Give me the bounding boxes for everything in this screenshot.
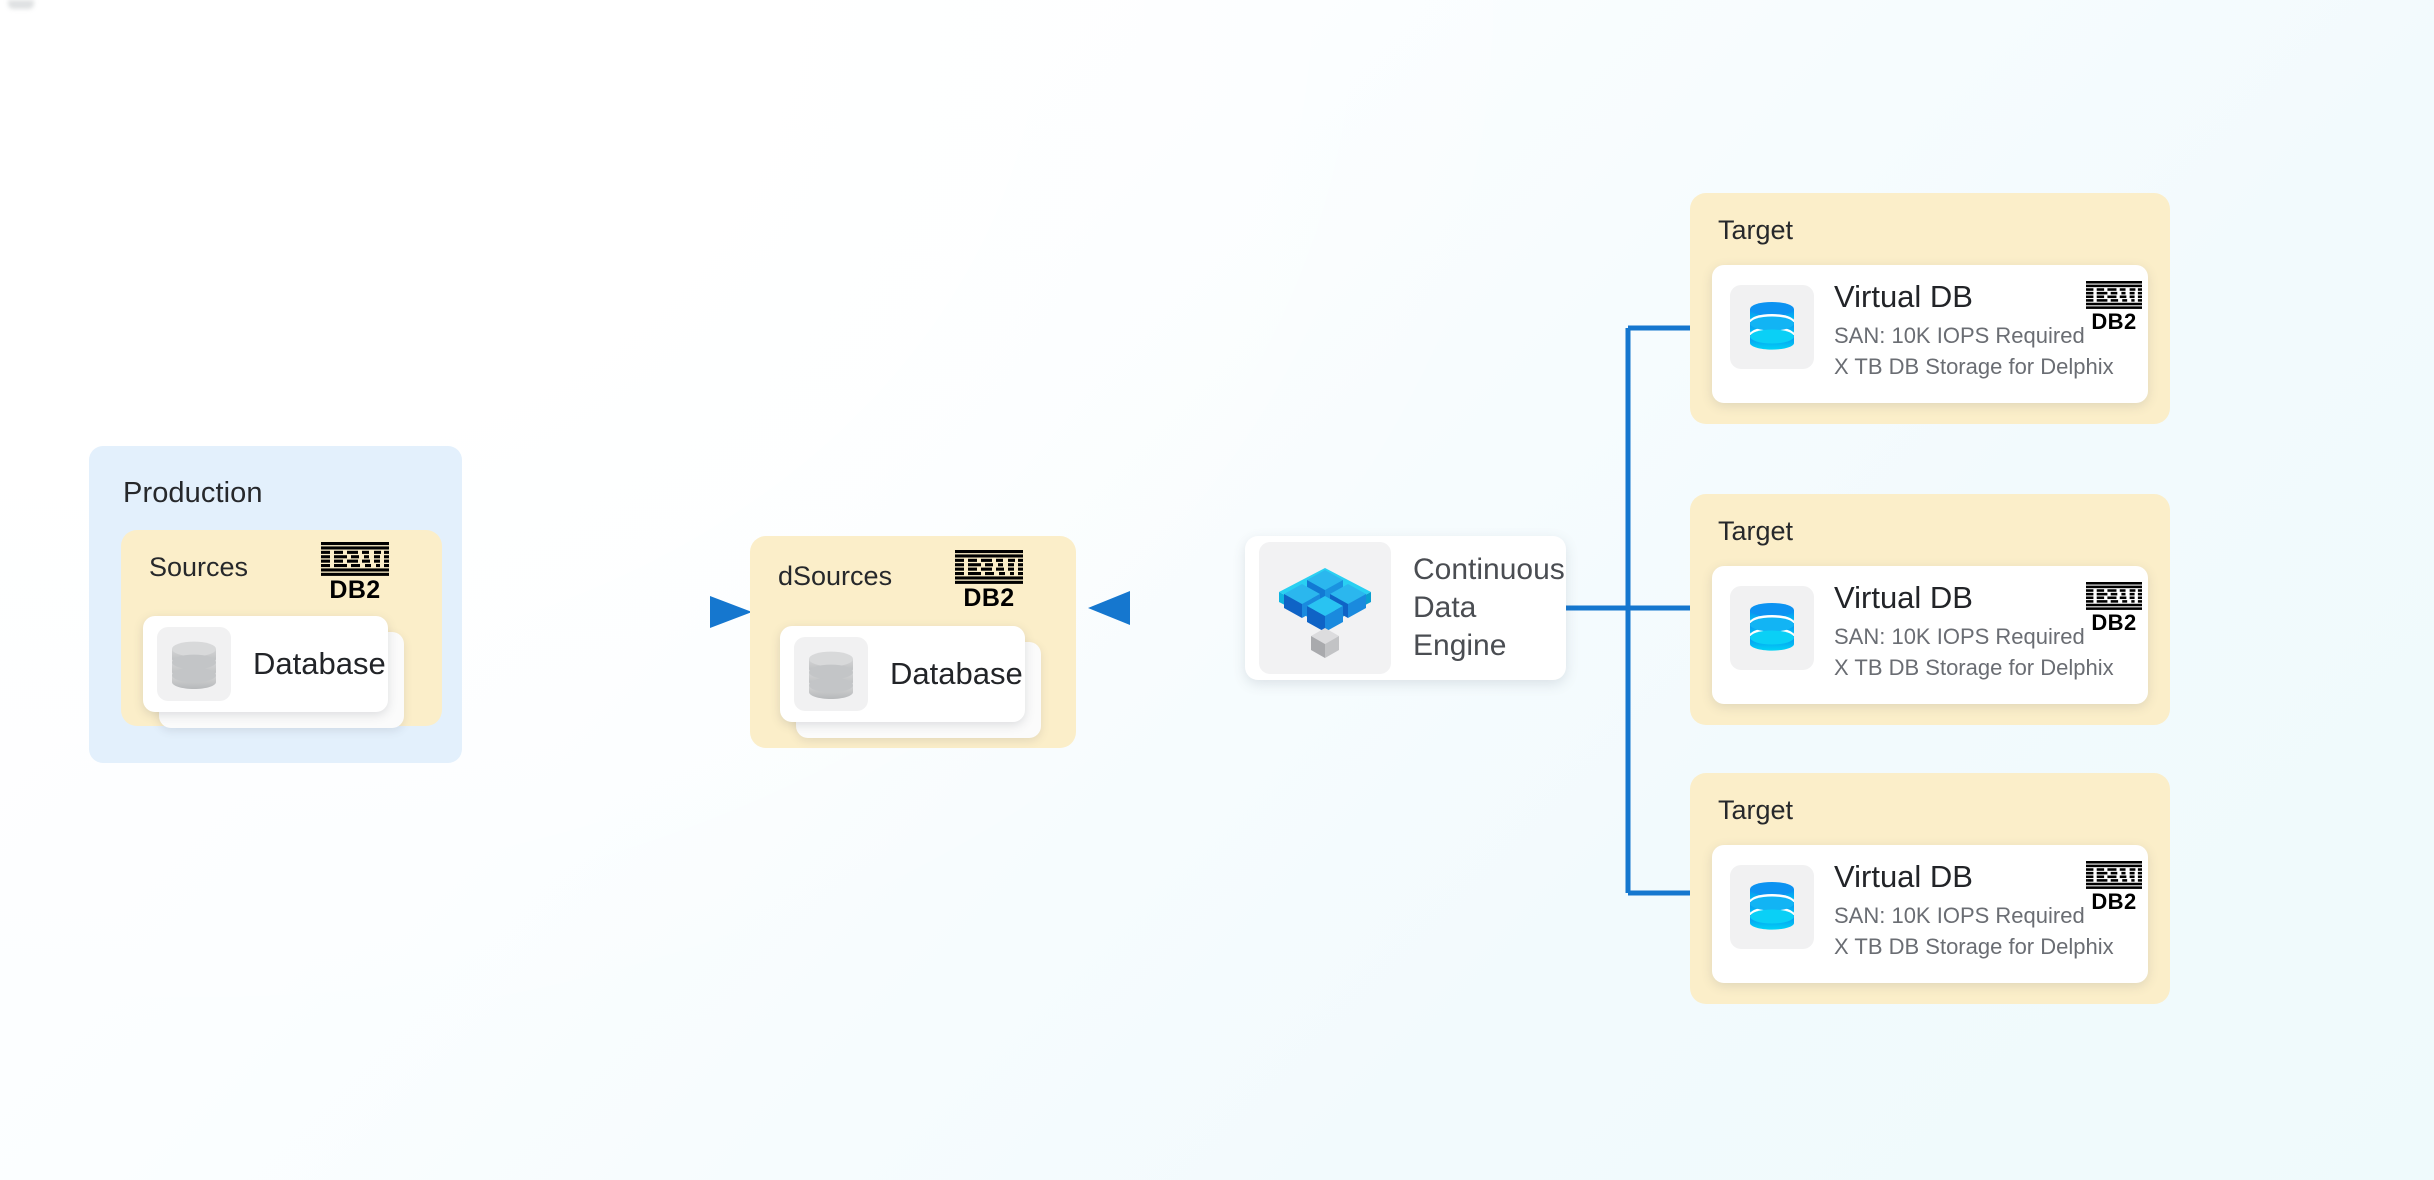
target-box-2[interactable]: Target [1690, 494, 2170, 725]
ibm-db2-product-label: DB2 [963, 584, 1015, 612]
virtual-db-title: Virtual DB [1834, 279, 1973, 314]
virtual-db-line-2: X TB DB Storage for Delphix [1834, 655, 2114, 680]
connector-production-to-dsources [464, 596, 752, 628]
connector-engine-trunk [1566, 328, 1631, 893]
virtual-db-line-2: X TB DB Storage for Delphix [1834, 354, 2114, 379]
virtual-db-icon-tile [1730, 285, 1814, 369]
connector-engine-to-dsources [1088, 591, 1245, 625]
virtual-db-card[interactable]: Virtual DB SAN: 10K IOPS Required X TB D… [1712, 265, 2148, 403]
database-icon-tile [794, 637, 868, 711]
engine-label-line-2: Data [1413, 591, 1477, 625]
virtual-db-icon-tile [1730, 586, 1814, 670]
dsources-box[interactable]: dSources [750, 536, 1076, 748]
database-icon-tile [157, 627, 231, 701]
database-label: Database [890, 656, 1023, 691]
engine-label: Continuous Data Engine [1413, 551, 1565, 664]
database-label: Database [253, 646, 386, 681]
production-panel[interactable]: Production Sources [89, 446, 462, 763]
target-title: Target [1718, 516, 1794, 546]
ibm-db2-product-label: DB2 [2091, 889, 2137, 914]
virtual-db-cylinder-icon [1750, 882, 1794, 930]
virtual-db-icon-tile [1730, 865, 1814, 949]
continuous-data-engine-card[interactable]: Continuous Data Engine [1245, 536, 1566, 680]
production-title: Production [123, 477, 263, 509]
ibm-wordmark-icon [2086, 861, 2142, 889]
target-box-1[interactable]: Target [1690, 193, 2170, 424]
virtual-db-line-1: SAN: 10K IOPS Required [1834, 903, 2085, 928]
virtual-db-title: Virtual DB [1834, 859, 1973, 894]
virtual-db-line-1: SAN: 10K IOPS Required [1834, 624, 2085, 649]
ibm-db2-product-label: DB2 [2091, 610, 2137, 635]
ibm-db2-logo-target-2: DB2 [2086, 582, 2142, 634]
engine-label-line-3: Engine [1413, 628, 1507, 662]
sources-box[interactable]: Sources [121, 530, 442, 728]
ibm-db2-logo-target-1: DB2 [2086, 281, 2142, 333]
virtual-db-title: Virtual DB [1834, 580, 1973, 615]
card-front[interactable]: Database [780, 626, 1025, 722]
virtual-db-card[interactable]: Virtual DB SAN: 10K IOPS Required X TB D… [1712, 566, 2148, 704]
sources-database-card[interactable]: Database [143, 616, 404, 728]
card-front[interactable]: Database [143, 616, 388, 712]
target-title: Target [1718, 795, 1794, 825]
continuous-data-engine-cubes-icon [1279, 568, 1371, 658]
ibm-db2-logo-target-3: DB2 [2086, 861, 2142, 913]
virtual-db-cylinder-icon [1750, 302, 1794, 350]
virtual-db-card[interactable]: Virtual DB SAN: 10K IOPS Required X TB D… [1712, 845, 2148, 983]
corner-artifact [8, 0, 34, 9]
ibm-db2-product-label: DB2 [329, 576, 381, 604]
database-cylinder-icon [809, 651, 853, 699]
engine-icon-tile [1259, 542, 1391, 674]
ibm-wordmark-icon [955, 550, 1023, 584]
ibm-wordmark-icon [2086, 281, 2142, 309]
dsources-database-card[interactable]: Database [780, 626, 1041, 738]
target-box-3[interactable]: Target [1690, 773, 2170, 1004]
target-title: Target [1718, 215, 1794, 245]
database-cylinder-icon [172, 641, 216, 689]
ibm-db2-product-label: DB2 [2091, 309, 2137, 334]
ibm-wordmark-icon [321, 542, 389, 576]
virtual-db-cylinder-icon [1750, 603, 1794, 651]
dsources-title: dSources [778, 561, 893, 591]
ibm-db2-logo-dsources: DB2 [955, 550, 1023, 611]
sources-title: Sources [149, 552, 249, 582]
engine-label-line-1: Continuous [1413, 553, 1565, 587]
ibm-wordmark-icon [2086, 582, 2142, 610]
ibm-db2-logo-sources: DB2 [321, 542, 389, 603]
virtual-db-line-1: SAN: 10K IOPS Required [1834, 323, 2085, 348]
virtual-db-line-2: X TB DB Storage for Delphix [1834, 934, 2114, 959]
